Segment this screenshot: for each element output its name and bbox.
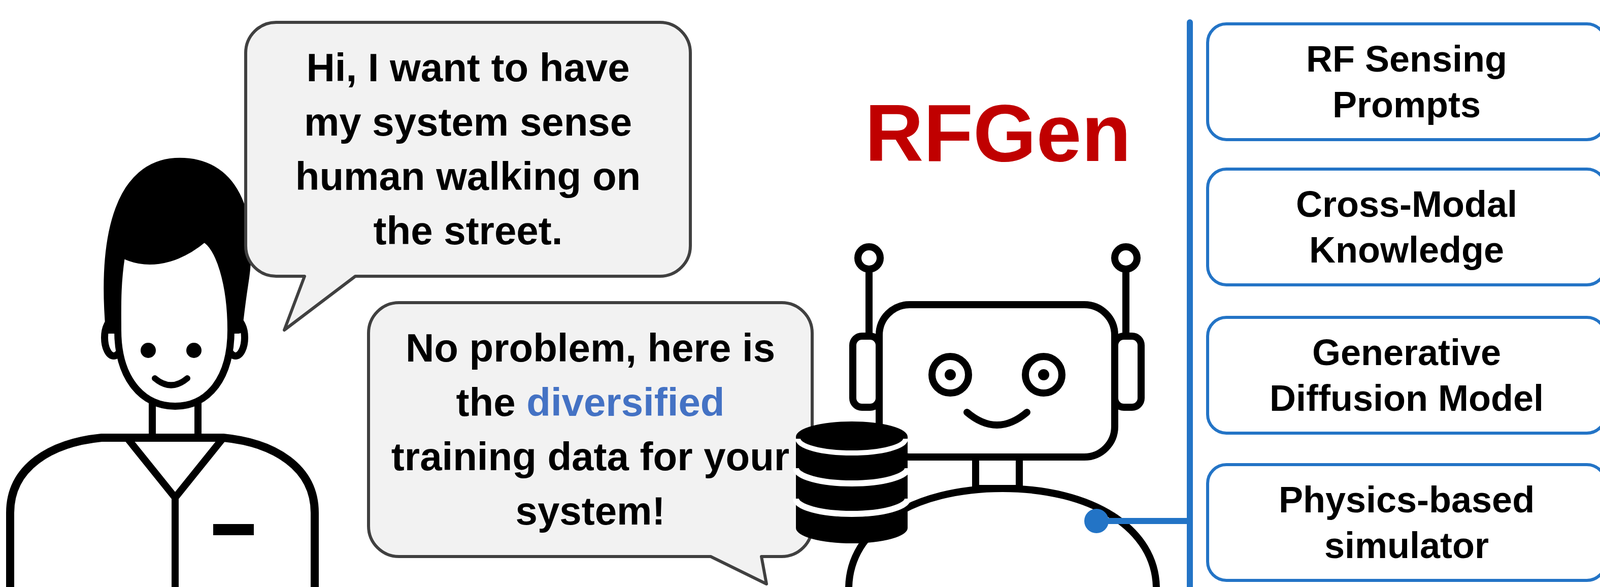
module-box: Cross-Modal Knowledge — [1206, 167, 1600, 287]
robot-icon — [1114, 246, 1138, 270]
database-icon — [795, 421, 908, 549]
speech-bubble: Hi, I want to have my system sense human… — [245, 22, 691, 277]
person-icon — [186, 342, 202, 358]
module-bus — [1186, 22, 1193, 587]
person-icon — [126, 437, 224, 498]
node-text: Cross-Modal Knowledge — [1295, 183, 1518, 271]
node-text: training data for your system! — [391, 434, 790, 533]
person-icon — [117, 238, 231, 407]
robot-icon — [857, 246, 881, 270]
robot-icon — [1038, 369, 1050, 381]
database-icon — [795, 498, 908, 514]
text-block: Cross-Modal Knowledge — [1249, 181, 1564, 273]
database-icon — [795, 421, 908, 544]
robot-icon — [944, 369, 956, 381]
robot-icon — [931, 356, 969, 393]
robot-icon — [852, 336, 880, 408]
text-block: RF Sensing Prompts — [1249, 36, 1564, 128]
database-icon — [795, 468, 908, 484]
text-block: No problem, here is the diversified trai… — [389, 320, 791, 539]
text-block: Physics-based simulator — [1249, 476, 1564, 569]
robot-icon — [975, 456, 1020, 489]
node-text: RF Sensing Prompts — [1306, 38, 1508, 125]
module-box: RF Sensing Prompts — [1206, 22, 1600, 142]
robot-icon — [879, 304, 1115, 457]
database-icon — [797, 438, 906, 453]
node-text: Hi, I want to have my system sense human… — [295, 45, 641, 253]
person-icon — [171, 497, 179, 587]
node-text: Physics-based simulator — [1278, 479, 1535, 566]
person-icon — [10, 437, 315, 587]
node-text: Generative Diffusion Model — [1269, 331, 1544, 419]
robot-icon — [1114, 336, 1142, 408]
person-icon — [154, 378, 188, 386]
module-bus — [1096, 517, 1190, 524]
bubble-outline — [245, 22, 691, 330]
person-icon — [140, 342, 156, 358]
module-bus — [1084, 508, 1109, 533]
bubble-outline — [368, 302, 813, 584]
title: RFGen — [864, 92, 1131, 174]
robot-icon — [1025, 356, 1062, 393]
person-icon — [213, 523, 254, 536]
module-box: Physics-based simulator — [1206, 462, 1600, 582]
database-icon — [795, 421, 908, 544]
highlight-word: diversified — [526, 379, 725, 425]
robot-icon — [967, 412, 1027, 425]
text-block: Hi, I want to have my system sense human… — [280, 40, 656, 258]
text-block: Generative Diffusion Model — [1249, 329, 1564, 421]
module-box: Generative Diffusion Model — [1206, 315, 1600, 435]
speech-bubble: No problem, here is the diversified trai… — [368, 302, 813, 557]
